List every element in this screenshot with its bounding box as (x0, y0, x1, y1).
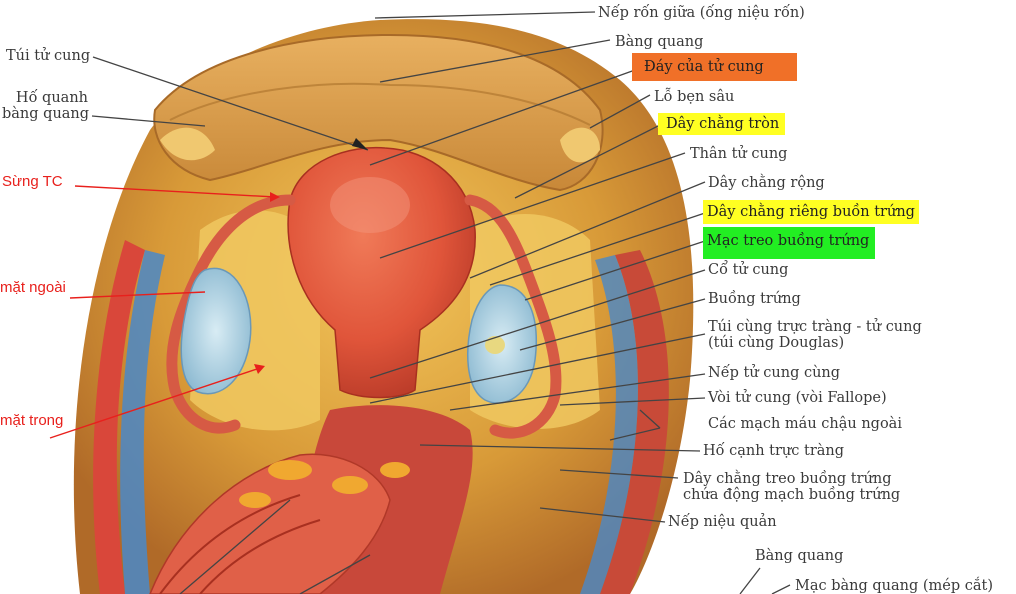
bladder (153, 33, 604, 192)
arrowhead (352, 138, 368, 150)
ovaries (180, 267, 537, 404)
label-lo-ben-sau: Lỗ bẹn sâu (654, 89, 735, 105)
label-day-chang-tron: Dây chằng tròn (658, 113, 786, 135)
label-day-chang-rong: Dây chằng rộng (708, 175, 825, 191)
red-annotation-arrows (49, 185, 280, 439)
label-day-chang-rieng: Dây chằng riêng buồn trứng (703, 200, 919, 224)
fallopian-tubes (166, 194, 562, 439)
label-bang-quang-top: Bàng quang (615, 34, 704, 50)
label-tui-tu-cung: Túi tử cung (6, 48, 91, 64)
label-day-cua-tu-cung: Đáy của tử cung (632, 53, 797, 81)
label-nep-ron-giua: Nếp rốn giữa (ống niệu rốn) (598, 5, 805, 21)
label-mat-trong: mặt trong (0, 412, 64, 429)
leader-lines (91, 11, 791, 594)
uterus (287, 146, 476, 399)
label-bang-quang-bottom: Bàng quang (755, 548, 844, 564)
label-voi-tu-cung: Vòi tử cung (vòi Fallope) (708, 390, 887, 406)
label-mat-ngoai: mặt ngoài (0, 279, 66, 296)
label-day-chang-treo: Dây chằng treo buồng trứng chứa động mạc… (683, 471, 901, 503)
label-sung-tc: Sừng TC (2, 173, 63, 190)
label-nep-tu-cung-cung: Nếp tử cung cùng (708, 365, 841, 381)
label-nep-nieu-quan: Nếp niệu quản (668, 514, 777, 530)
label-mac-bang-quang: Mạc bàng quang (mép cắt) (795, 578, 994, 594)
label-ho-canh-truc-trang: Hố cạnh trực tràng (703, 443, 845, 459)
rectum (149, 405, 473, 594)
label-ho-quanh-bang-quang: Hố quanh bàng quang (2, 90, 90, 122)
label-cac-mach-mau: Các mạch máu chậu ngoài (708, 416, 902, 432)
label-mac-treo-buong-trung: Mạc treo buồng trứng (703, 227, 876, 259)
label-than-tu-cung: Thân tử cung (690, 146, 788, 162)
label-buong-trung: Buồng trứng (708, 291, 801, 307)
label-co-tu-cung: Cổ tử cung (708, 262, 789, 278)
label-tui-cung-truc-trang: Túi cùng trực tràng - tử cung (túi cùng … (708, 319, 922, 351)
